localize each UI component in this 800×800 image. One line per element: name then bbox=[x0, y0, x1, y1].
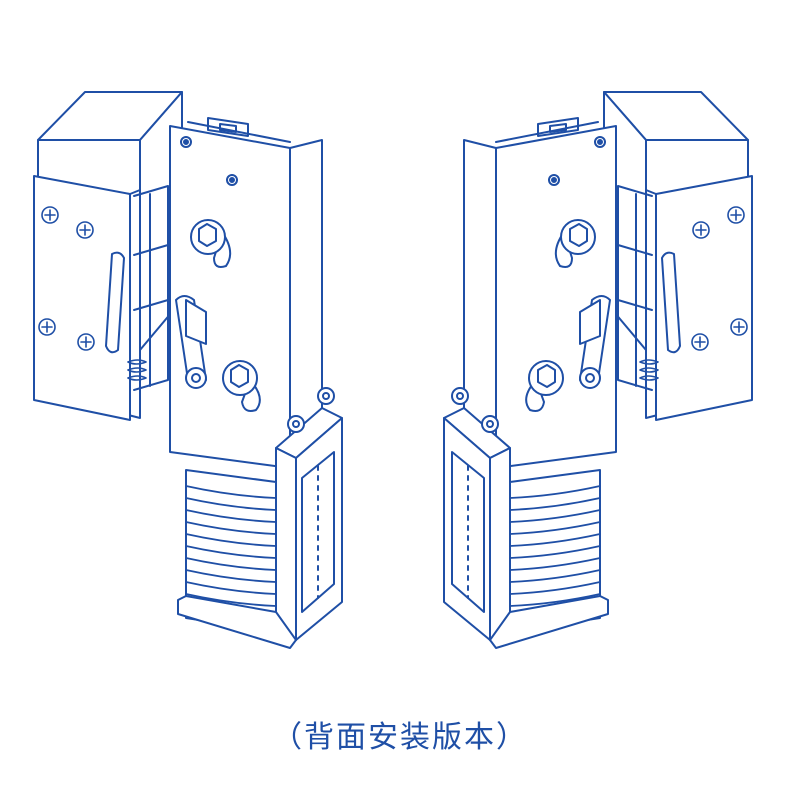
figure-caption: （背面安装版本） bbox=[272, 720, 528, 755]
right-mount-assembly bbox=[443, 91, 753, 649]
mounting-hardware-illustration bbox=[33, 91, 753, 649]
left-mount-assembly bbox=[33, 91, 343, 649]
